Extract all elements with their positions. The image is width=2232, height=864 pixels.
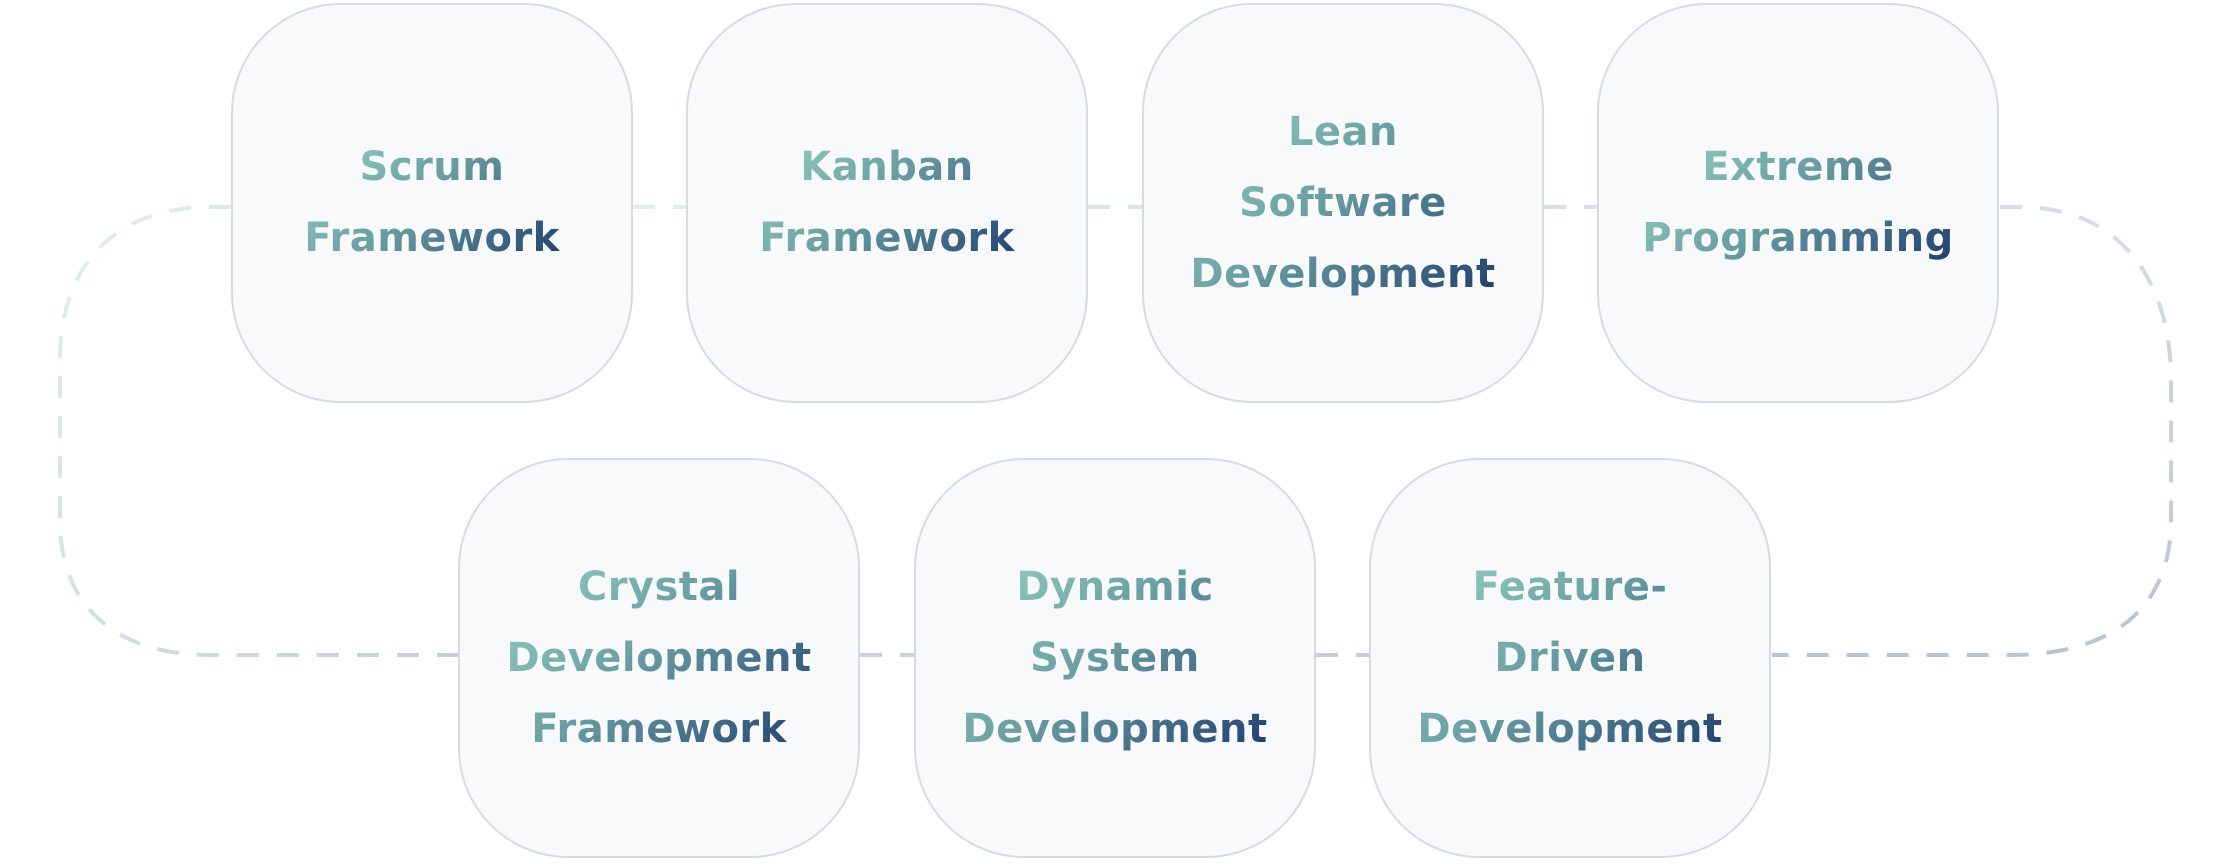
label-line: Scrum <box>359 144 505 190</box>
label-line: Framework <box>304 215 560 261</box>
connector-left-loop <box>58 205 458 657</box>
label-line: Driven <box>1494 634 1646 681</box>
label-line: Extreme <box>1702 144 1894 190</box>
label-line: Lean <box>1287 108 1399 155</box>
label-line: Dynamic <box>1016 563 1214 610</box>
label-line: Kanban <box>800 144 974 190</box>
label-line: Crystal <box>577 563 741 610</box>
label-line: System <box>1030 634 1200 681</box>
label-line: Development <box>506 634 812 681</box>
label-line: Development <box>1417 705 1723 752</box>
label-line: Software <box>1239 179 1447 226</box>
label-line: Framework <box>531 705 787 752</box>
label-line: Framework <box>759 215 1015 261</box>
label-line: Development <box>962 705 1268 752</box>
label-line: Feature- <box>1472 563 1668 610</box>
connector-right-loop <box>1772 205 2173 657</box>
label-line: Programming <box>1642 215 1954 261</box>
label-line: Development <box>1190 250 1496 297</box>
